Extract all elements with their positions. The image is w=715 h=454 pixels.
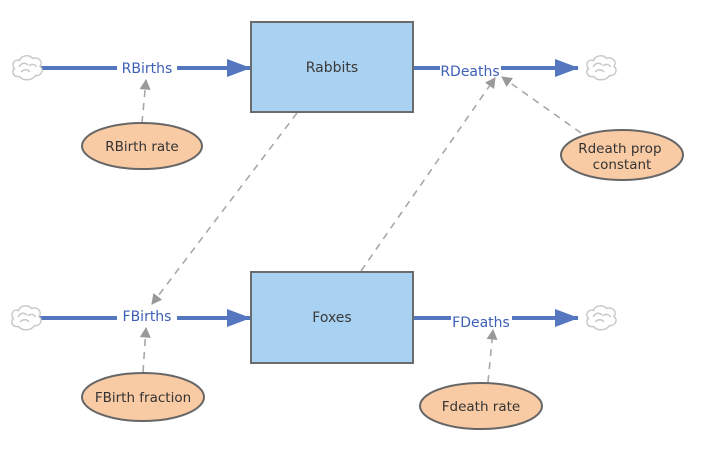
flow-rbirths-label-group[interactable]: RBirths: [117, 60, 177, 77]
stock-foxes-label: Foxes: [312, 310, 351, 326]
converter-rdeath-prop-constant[interactable]: Rdeath prop constant: [560, 129, 684, 181]
cloud-sink-rdeaths-icon[interactable]: [586, 55, 617, 81]
stock-rabbits[interactable]: Rabbits: [250, 21, 414, 113]
converters-layer: RBirth rate Rdeath prop constant FBirth …: [81, 122, 684, 430]
link-foxes-to-rdeaths[interactable]: [360, 77, 496, 272]
flow-rdeaths-label[interactable]: RDeaths: [440, 64, 499, 80]
flow-fdeaths-label-group[interactable]: FDeaths: [451, 313, 512, 331]
links-layer: [139, 76, 582, 383]
stocks-layer: Rabbits Foxes: [250, 21, 414, 364]
stock-rabbits-box[interactable]: [250, 21, 414, 113]
converter-fbirth-fraction-shape[interactable]: [81, 372, 205, 422]
cloud-sink-fdeaths-icon[interactable]: [586, 305, 617, 331]
flow-rdeaths-label-bg: [440, 62, 501, 79]
flow-labels-layer: RBirths RDeaths FBirths FDeaths: [117, 60, 512, 331]
flow-fbirths-label-bg: [117, 308, 177, 325]
link-rdeath-prop-constant-to-rdeaths[interactable]: [501, 76, 582, 134]
stock-rabbits-label: Rabbits: [306, 60, 358, 76]
link-fdeath-rate-to-fdeaths[interactable]: [486, 329, 498, 383]
cloud-source-rbirths-icon[interactable]: [12, 55, 43, 81]
converter-rbirth-rate-shape[interactable]: [81, 122, 203, 170]
converter-rbirth-rate-label: RBirth rate: [105, 139, 179, 155]
converter-fdeath-rate-shape[interactable]: [419, 382, 543, 430]
converter-rbirth-rate[interactable]: RBirth rate: [81, 122, 203, 170]
link-rabbits-to-fbirths[interactable]: [151, 112, 298, 305]
converter-fdeath-rate-label: Fdeath rate: [442, 399, 520, 415]
flow-rdeaths-label-group[interactable]: RDeaths: [440, 62, 501, 80]
stock-foxes-box[interactable]: [250, 271, 414, 364]
stock-foxes[interactable]: Foxes: [250, 271, 414, 364]
converter-rdeath-prop-constant-shape[interactable]: [560, 129, 684, 181]
converter-fbirth-fraction[interactable]: FBirth fraction: [81, 372, 205, 422]
converter-rdeath-prop-constant-label: Rdeath prop constant: [578, 141, 666, 173]
flow-rbirths-label-bg: [117, 60, 177, 77]
converter-fbirth-fraction-label: FBirth fraction: [95, 390, 191, 406]
link-rbirth-rate-to-rbirths[interactable]: [139, 79, 151, 124]
link-fbirth-fraction-to-fbirths[interactable]: [139, 327, 151, 373]
cloud-source-fbirths-icon[interactable]: [11, 305, 42, 331]
flow-fdeaths-label[interactable]: FDeaths: [452, 315, 510, 331]
flow-rbirths-label[interactable]: RBirths: [122, 61, 173, 77]
flow-fdeaths-label-bg: [451, 313, 512, 330]
converter-fdeath-rate[interactable]: Fdeath rate: [419, 382, 543, 430]
flow-fbirths-label[interactable]: FBirths: [123, 309, 172, 325]
flow-fbirths-label-group[interactable]: FBirths: [117, 308, 177, 325]
